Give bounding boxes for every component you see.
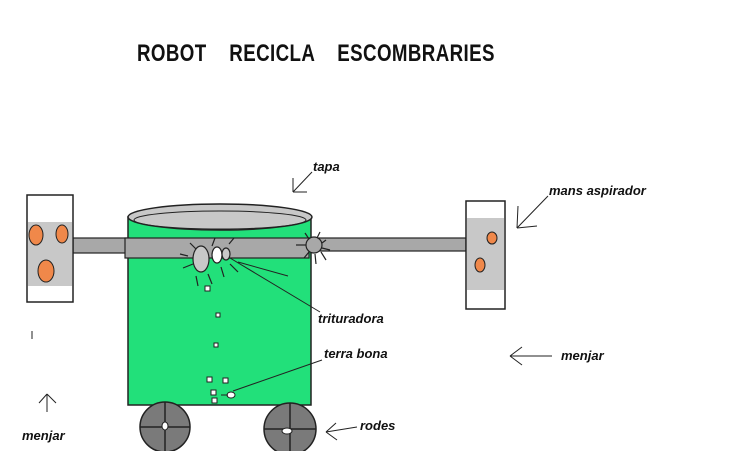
trituradora-pointer xyxy=(237,261,289,277)
label-terra-bona: terra bona xyxy=(324,346,388,361)
tapa-arrow xyxy=(292,171,313,193)
left-wheel xyxy=(139,401,191,451)
menjar-right-arrow xyxy=(509,346,552,366)
terra-bona-pointer xyxy=(232,359,323,392)
shredder xyxy=(179,237,239,287)
right-rotor xyxy=(296,231,331,265)
compost-particles xyxy=(204,285,236,404)
right-hand-pad xyxy=(474,257,486,273)
label-tapa: tapa xyxy=(313,159,340,174)
trituradora-pointer xyxy=(229,257,321,313)
label-rodes: rodes xyxy=(360,418,396,433)
rodes-arrow xyxy=(325,422,358,441)
left-hand-pad xyxy=(37,259,55,283)
right-wheel xyxy=(263,402,317,451)
mans-aspirador-arrow xyxy=(516,195,549,229)
right-hand-pad xyxy=(486,231,498,245)
left-hand-pad xyxy=(55,224,69,244)
label-menjar-right: menjar xyxy=(561,348,604,363)
right-hand xyxy=(465,200,506,310)
lid xyxy=(127,203,313,231)
label-mans-aspirador: mans aspirador xyxy=(549,183,646,198)
right-arm xyxy=(308,237,467,252)
left-arm xyxy=(72,237,130,254)
label-menjar-left: menjar xyxy=(22,428,65,443)
left-hand-pad xyxy=(28,224,44,246)
left-hand xyxy=(26,194,74,303)
label-trituradora: trituradora xyxy=(318,311,384,326)
lid-rim xyxy=(133,210,307,230)
diagram-title: ROBOT RECICLA ESCOMBRARIES xyxy=(137,40,495,67)
menjar-left-arrow xyxy=(38,393,57,412)
